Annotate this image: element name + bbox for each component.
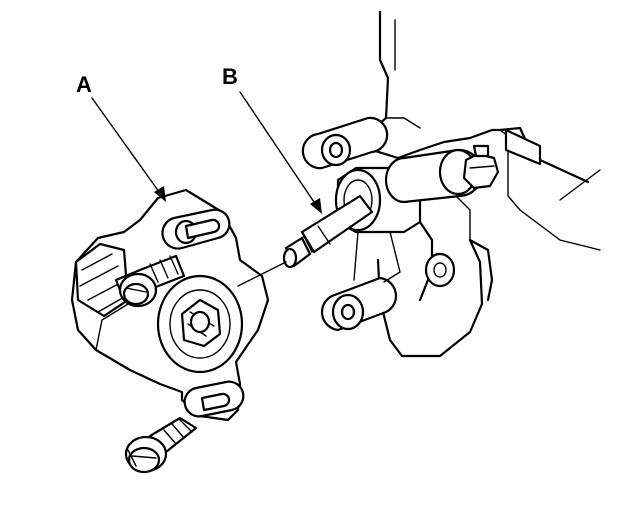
callout-label-b: B	[222, 64, 238, 89]
callout-label-a: A	[76, 72, 92, 97]
callout-leader-a	[91, 97, 166, 202]
transmission-housing	[301, 10, 601, 358]
alignment-line	[237, 261, 287, 287]
range-switch-assembly	[70, 188, 270, 422]
manual-valve-shaft	[282, 194, 374, 269]
mounting-bolt	[124, 416, 198, 474]
callout-leader-b	[239, 91, 322, 214]
